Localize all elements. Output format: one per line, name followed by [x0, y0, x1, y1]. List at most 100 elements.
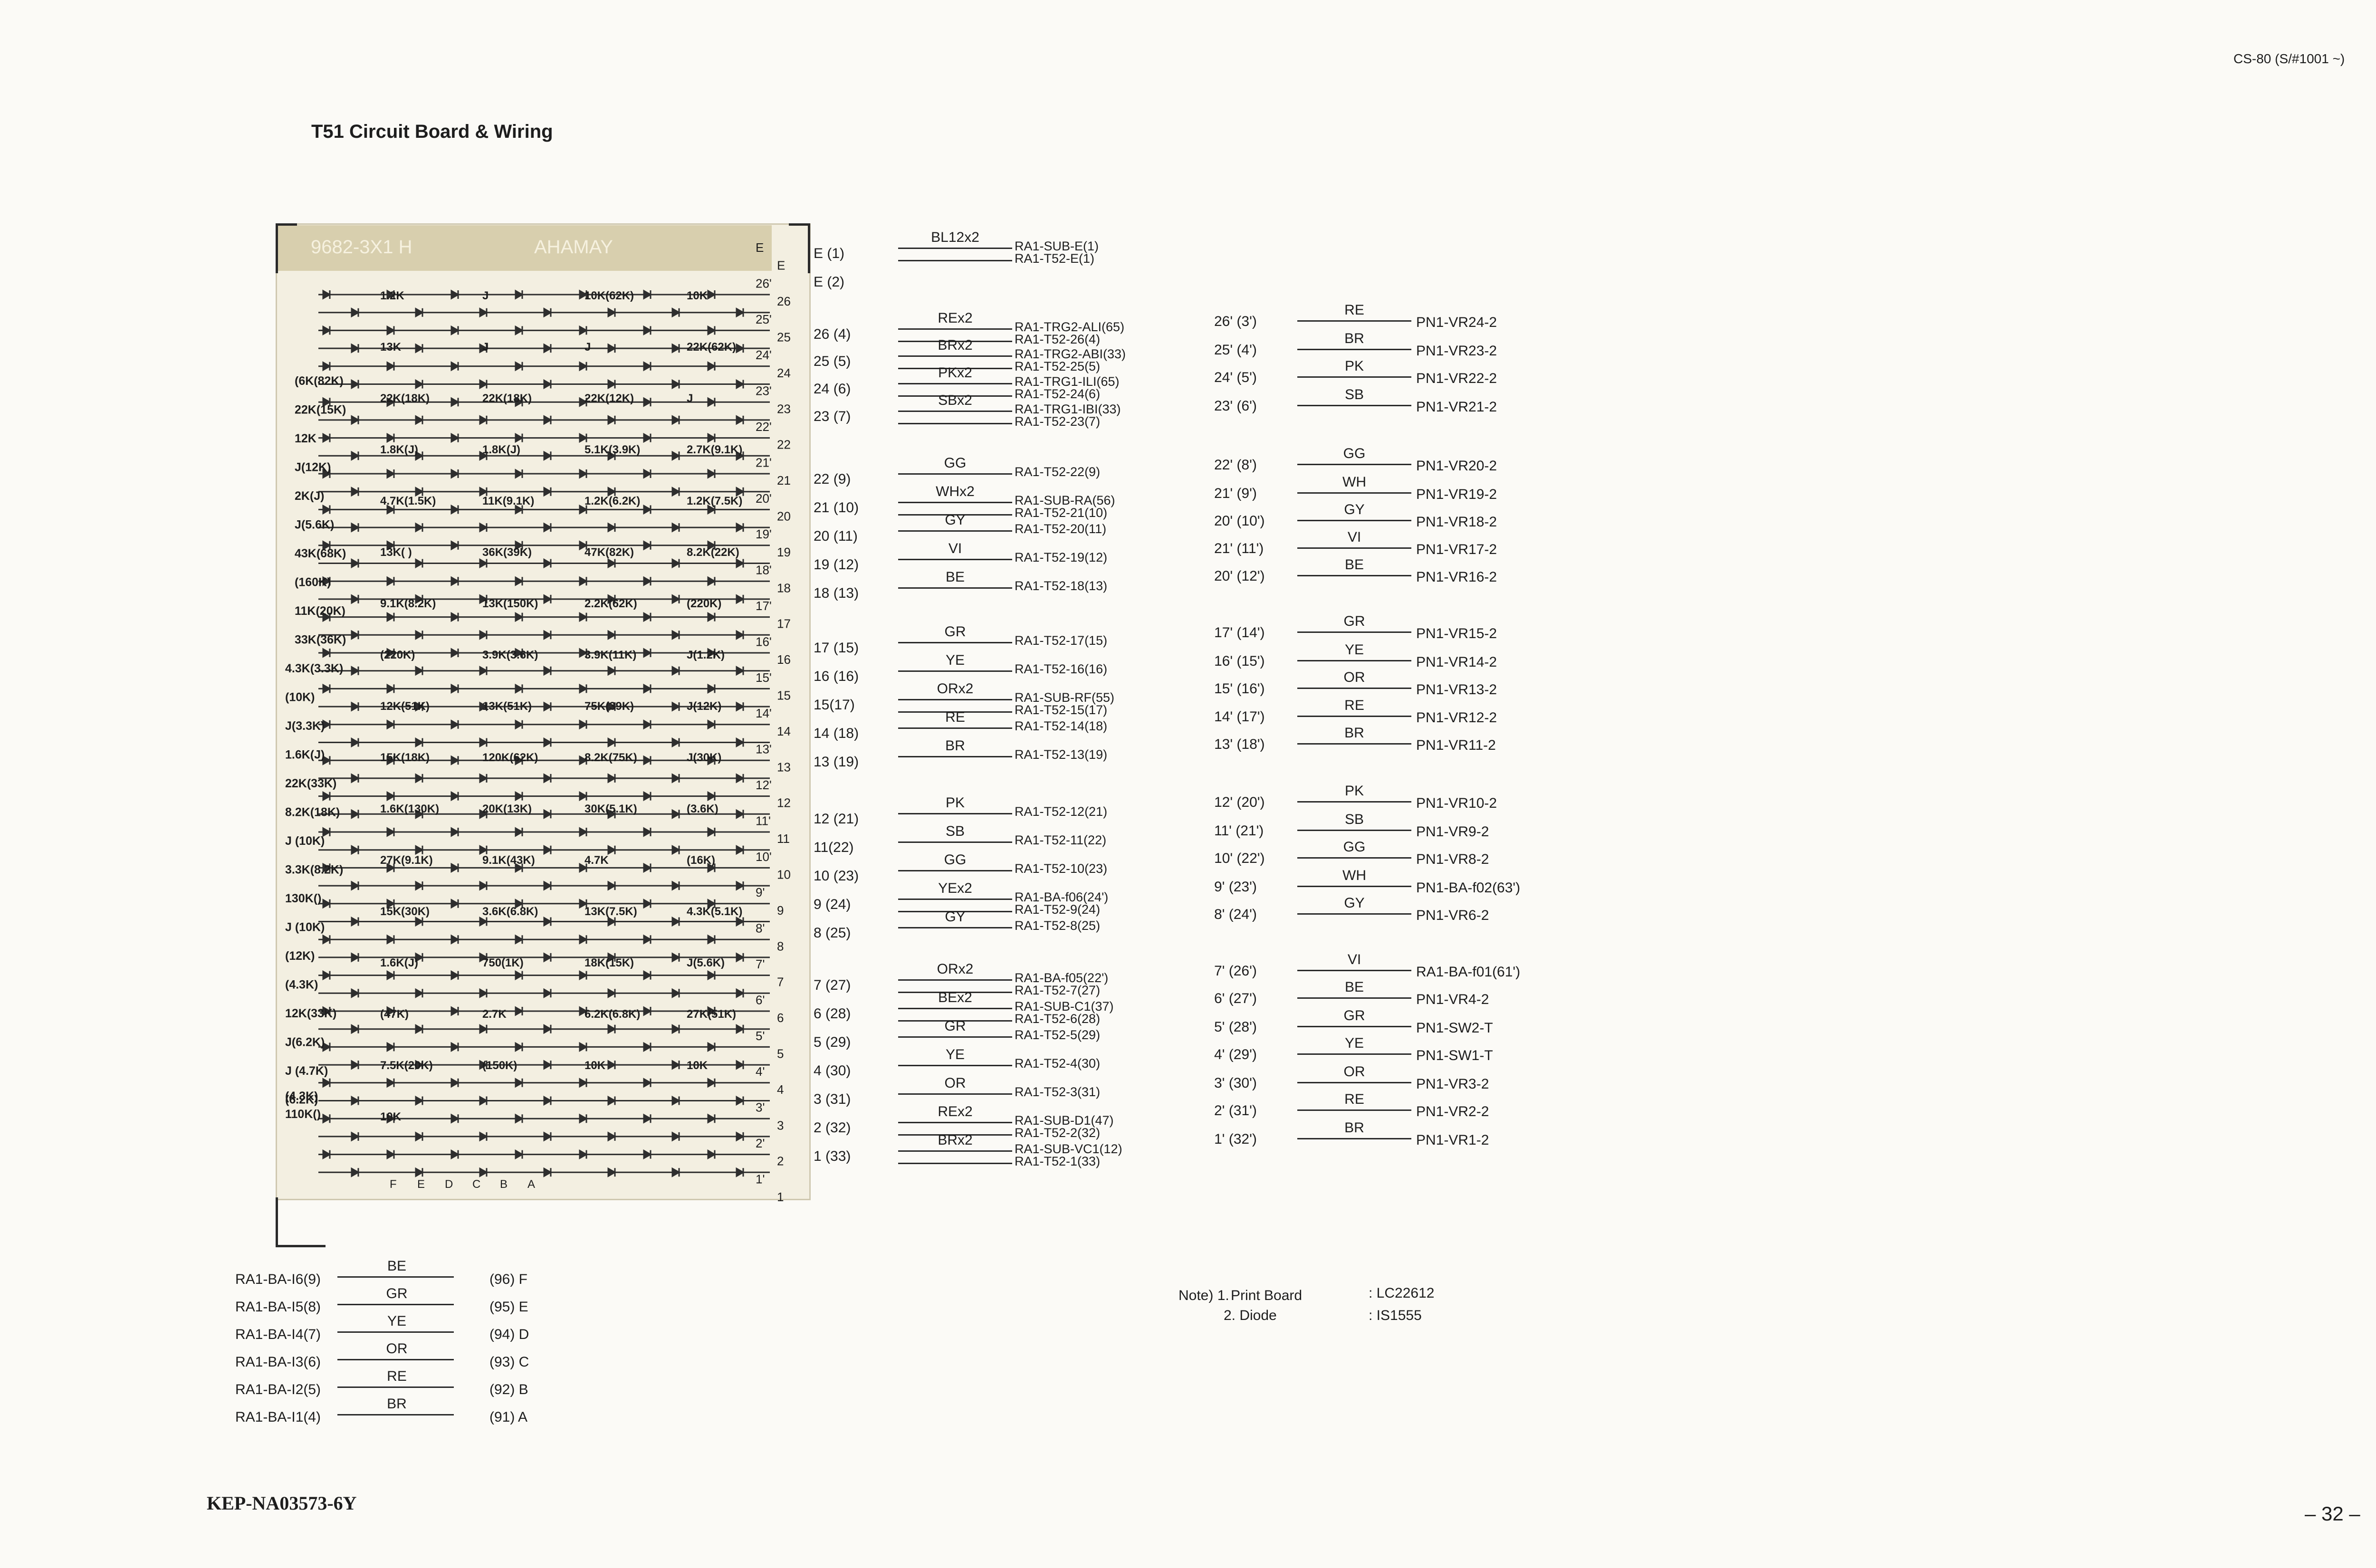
diode-symbol [543, 522, 553, 533]
diode-symbol [479, 558, 489, 569]
wire-line [898, 1036, 1012, 1038]
diode-symbol [643, 540, 652, 551]
wire-line [898, 642, 1012, 643]
diode-symbol [579, 540, 588, 551]
wire-destination: RA1-T52-1(33) [1015, 1154, 1101, 1168]
wire-number: 5 (29) [814, 1034, 851, 1050]
wire-destination: RA1-BA-f05(22') [1015, 971, 1109, 985]
diode-symbol [671, 307, 681, 318]
diode-symbol [607, 415, 617, 425]
wire-number: 17 (15) [814, 640, 859, 656]
diode-symbol [322, 827, 332, 837]
diode-symbol [671, 988, 681, 998]
wire-number: 15' (16') [1214, 681, 1265, 697]
resistor-label: (12K) [285, 949, 315, 963]
resistor-label: 10K(62K) [584, 289, 634, 302]
diode-symbol [515, 504, 524, 515]
diode-symbol [579, 504, 588, 515]
resistor-label: 4.3K(5.1K) [687, 905, 742, 918]
wire-line [898, 514, 1012, 516]
diode-symbol [736, 916, 745, 927]
diode-symbol [607, 379, 617, 390]
diode-symbol [415, 487, 424, 497]
diode-symbol [450, 504, 460, 515]
wire-line [898, 1134, 1012, 1136]
diode-symbol [515, 612, 524, 622]
edge-letter: D [445, 1178, 453, 1191]
resistor-label: (10K) [285, 691, 315, 704]
resistor-label: 30K(5.1K) [584, 803, 637, 815]
diode-symbol [671, 487, 681, 497]
wire-color: BE [945, 569, 965, 585]
wire-line [898, 841, 1012, 843]
resistor-label: 1.2K [380, 289, 404, 302]
resistor-label: 2K(J) [295, 489, 325, 503]
diode-symbol [386, 827, 396, 837]
wire-color: VI [1347, 529, 1361, 545]
wire-color: RE [1344, 698, 1364, 713]
diode-symbol [479, 450, 489, 461]
diode-symbol [450, 648, 460, 658]
diode-symbol [386, 397, 396, 407]
diode-symbol [736, 845, 745, 855]
diode-symbol [322, 862, 332, 873]
edge-pin-label: 23' [756, 384, 772, 398]
diode-symbol [707, 540, 717, 551]
edge-pin-label: 9 [777, 903, 784, 918]
wire-color: BRx2 [938, 1132, 973, 1148]
diode-symbol [351, 916, 360, 927]
wire-line [337, 1414, 454, 1415]
diode-symbol [707, 719, 717, 730]
wire-color: GR [1343, 1008, 1365, 1023]
edge-pin-label: 12' [756, 778, 772, 792]
diode-symbol [450, 540, 460, 551]
diode-symbol [515, 648, 524, 658]
resistor-label: 8.2K(75K) [584, 751, 637, 764]
diode-symbol [543, 916, 553, 927]
diode-symbol [643, 899, 652, 909]
diode-symbol [322, 433, 332, 443]
diode-symbol [543, 1167, 553, 1177]
edge-pin-label: 12 [777, 796, 791, 810]
diode-symbol [479, 701, 489, 712]
wire-color: SBx2 [938, 392, 972, 408]
wire-line [1297, 349, 1411, 350]
diode-symbol [515, 361, 524, 372]
wire-destination: PN1-VR6-2 [1416, 908, 1489, 923]
wire-color: GG [944, 852, 967, 868]
wire-number: 13 (19) [814, 754, 859, 770]
resistor-label: 13K( ) [380, 546, 412, 559]
edge-pin-label: 13' [756, 742, 772, 756]
wire-line [337, 1304, 454, 1305]
diode-symbol [671, 450, 681, 461]
diode-symbol [351, 880, 360, 891]
diode-symbol [450, 934, 460, 945]
diode-symbol [643, 612, 652, 622]
diode-symbol [322, 325, 332, 335]
diode-symbol [707, 683, 717, 694]
diode-symbol [386, 433, 396, 443]
resistor-label: 13K(7.5K) [584, 905, 637, 918]
edge-pin-label: 25' [756, 312, 772, 326]
diode-symbol [607, 1060, 617, 1070]
diode-symbol [351, 630, 360, 640]
diode-symbol [736, 558, 745, 569]
diode-symbol [736, 415, 745, 425]
diode-symbol [450, 1149, 460, 1160]
diode-symbol [386, 289, 396, 300]
note-diode: 2. Diode [1224, 1308, 1277, 1323]
wire-destination: (95) E [489, 1299, 528, 1315]
edge-pin-label: 18 [777, 581, 791, 595]
wire-color: YE [945, 652, 965, 668]
diode-symbol [736, 307, 745, 318]
wire-number: 19 (12) [814, 557, 859, 573]
wire-number: 18 (13) [814, 585, 859, 601]
diode-symbol [607, 1167, 617, 1177]
wire-color: VI [1347, 952, 1361, 967]
diode-symbol [479, 307, 489, 318]
wire-color: GG [1343, 446, 1366, 461]
edge-pin-label: 6' [756, 993, 765, 1007]
diode-symbol [671, 952, 681, 963]
diode-symbol [607, 916, 617, 927]
wire-destination: RA1-T52-18(13) [1015, 579, 1108, 593]
